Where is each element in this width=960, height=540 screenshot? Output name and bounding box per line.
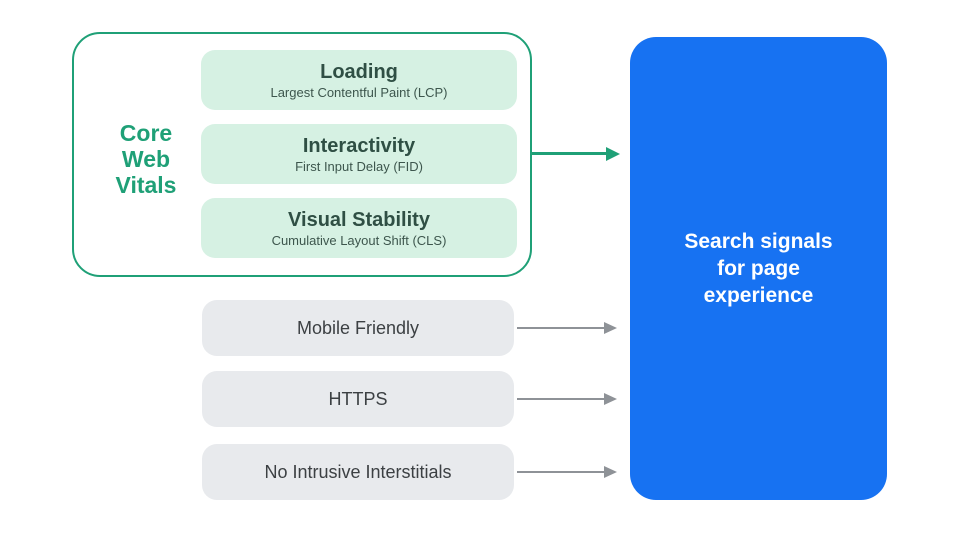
search-signals-box: Search signals for page experience [630, 37, 887, 500]
arrow-mobile-friendly-line [517, 327, 606, 329]
signal-box-no-intrusive-interstitials: No Intrusive Interstitials [202, 444, 514, 500]
arrow-https-head-icon [604, 393, 617, 405]
vital-subtitle: First Input Delay (FID) [295, 158, 423, 174]
arrow-mobile-friendly-head-icon [604, 322, 617, 334]
vital-title: Interactivity [302, 134, 416, 157]
vital-subtitle: Largest Contentful Paint (LCP) [270, 84, 448, 100]
vital-box-loading: Loading Largest Contentful Paint (LCP) [201, 50, 517, 110]
vital-box-interactivity: Interactivity First Input Delay (FID) [201, 124, 517, 184]
vital-title: Visual Stability [288, 208, 430, 231]
vital-box-visual-stability: Visual Stability Cumulative Layout Shift… [201, 198, 517, 258]
search-signals-label: Search signals for page experience [684, 230, 833, 307]
vital-title: Loading [320, 60, 398, 83]
signal-label: HTTPS [328, 388, 388, 409]
signal-label: Mobile Friendly [296, 317, 420, 338]
signal-box-mobile-friendly: Mobile Friendly [202, 300, 514, 356]
vital-subtitle: Cumulative Layout Shift (CLS) [271, 232, 447, 248]
arrow-no-intrusive-interstitials-line [517, 471, 606, 473]
core-web-vitals-group: Core Web Vitals Loading Largest Contentf… [72, 32, 532, 277]
arrow-core-web-vitals-head-icon [606, 147, 620, 161]
signal-label: No Intrusive Interstitials [264, 461, 452, 482]
core-web-vitals-label: Core Web Vitals [115, 120, 177, 198]
signal-box-https: HTTPS [202, 371, 514, 427]
arrow-no-intrusive-interstitials-head-icon [604, 466, 617, 478]
arrow-https-line [517, 398, 606, 400]
arrow-core-web-vitals-line [531, 152, 608, 155]
